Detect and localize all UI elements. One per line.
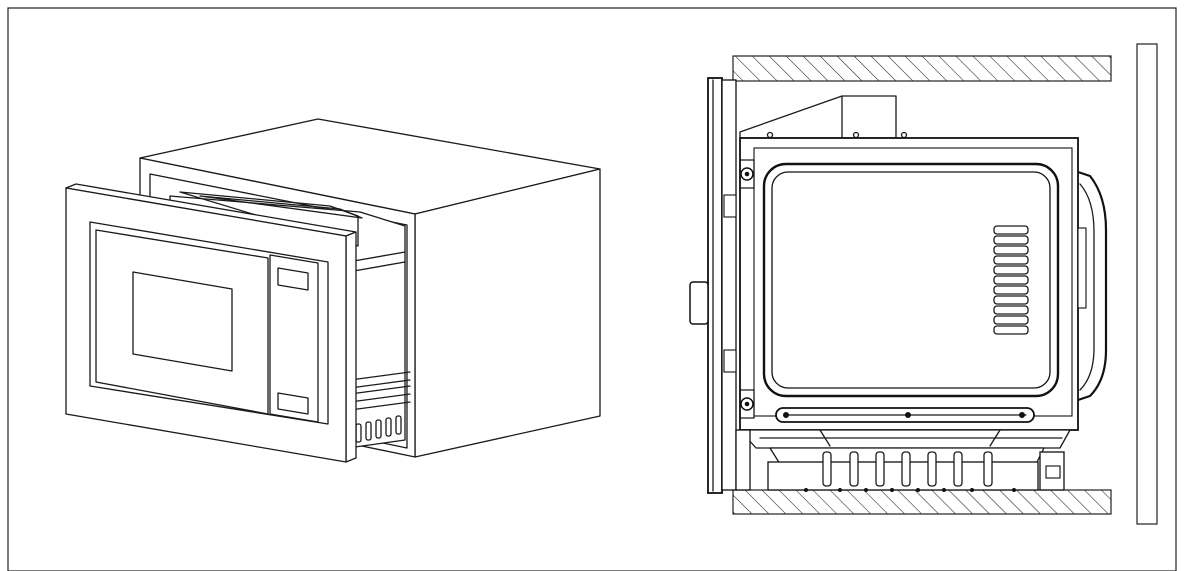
frame-side-edge bbox=[345, 231, 357, 463]
cabinet-rear-wall bbox=[1136, 43, 1158, 525]
base-vent-slots-side bbox=[822, 451, 993, 487]
rear-bulge bbox=[1077, 170, 1108, 402]
frame-handle-tab bbox=[689, 281, 709, 325]
rail-screw-3 bbox=[1019, 412, 1025, 418]
rail-screw-2 bbox=[905, 412, 911, 418]
base-vent-slots bbox=[355, 415, 402, 443]
side-vent-louvers bbox=[993, 225, 1029, 335]
front-trim-frame bbox=[65, 183, 357, 463]
rail-screw-1 bbox=[783, 412, 789, 418]
cabinet-bottom-shelf bbox=[732, 489, 1112, 515]
body-rail-2 bbox=[199, 195, 363, 219]
control-panel bbox=[269, 254, 319, 423]
rail-line-3 bbox=[349, 385, 411, 395]
cabinet-top-shelf bbox=[732, 55, 1112, 82]
base-chassis bbox=[739, 429, 1071, 449]
base-assembly bbox=[735, 429, 1071, 492]
display-window bbox=[277, 267, 309, 291]
front-frame-plate bbox=[707, 77, 723, 494]
hinge-upper bbox=[723, 194, 737, 218]
rear-vent-strip bbox=[1077, 227, 1087, 309]
rail-line-4 bbox=[349, 393, 411, 403]
door-column bbox=[721, 79, 737, 491]
side-section-view bbox=[689, 43, 1158, 525]
isometric-installation-view bbox=[65, 118, 601, 463]
rail-line-2 bbox=[349, 379, 411, 389]
body-edge-a bbox=[347, 251, 406, 263]
rear-bulge-inner bbox=[1079, 183, 1095, 391]
door-outline bbox=[89, 221, 329, 425]
cabinet-side bbox=[414, 168, 601, 458]
base-rivets bbox=[804, 488, 1016, 492]
door-open-button bbox=[277, 392, 309, 415]
rail-line-1 bbox=[349, 371, 411, 381]
side-panel-inner bbox=[771, 171, 1051, 389]
side-panel-outer bbox=[762, 162, 1060, 398]
page-border bbox=[7, 7, 1177, 571]
hinge-lower bbox=[723, 349, 737, 373]
body-edge-b bbox=[347, 261, 406, 273]
front-foot bbox=[735, 429, 751, 491]
rail-line-5 bbox=[349, 401, 411, 411]
frame-face bbox=[65, 187, 347, 463]
bracket-screw-3 bbox=[900, 131, 908, 139]
door-glass-border bbox=[95, 229, 269, 415]
top-bracket bbox=[739, 95, 897, 139]
door-window bbox=[132, 271, 233, 372]
